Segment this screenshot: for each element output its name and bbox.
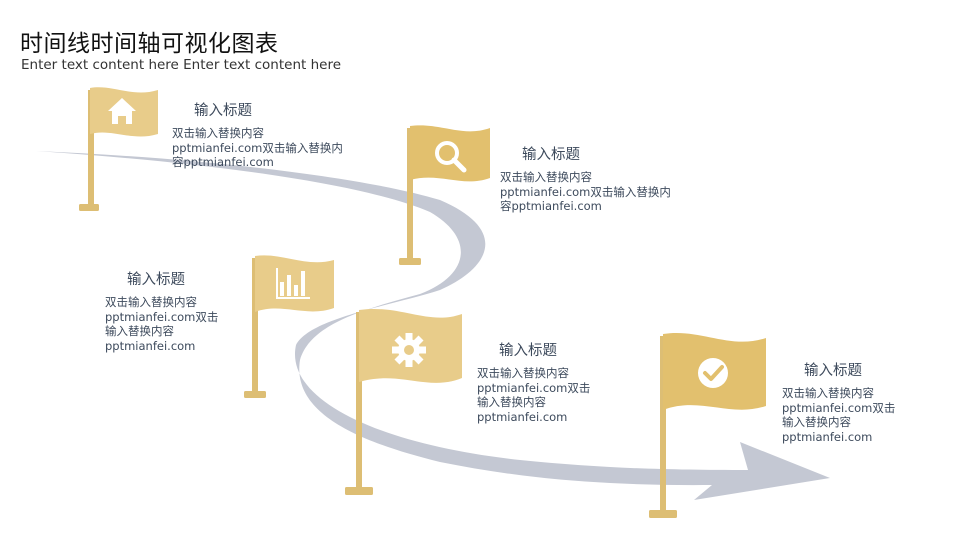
item-body-line: 双击输入替换内容 bbox=[477, 366, 569, 380]
item-title: 输入标题 bbox=[127, 272, 185, 288]
flag-2 bbox=[399, 125, 490, 265]
item-body-line: 输入替换内容 bbox=[477, 395, 546, 409]
item-body-line: pptmianfei.com双击输入替换内 bbox=[500, 184, 671, 199]
gear-icon bbox=[392, 333, 426, 367]
search-icon bbox=[435, 141, 467, 173]
item-body-line: 双击输入替换内容 bbox=[782, 386, 874, 400]
item-body: 双击输入替换内容 pptmianfei.com双击 输入替换内容 pptmian… bbox=[477, 366, 590, 424]
flag-cloth bbox=[255, 255, 334, 312]
item-body-line: pptmianfei.com双击输入替换内 bbox=[172, 140, 343, 155]
item-body-line: pptmianfei.com双击 bbox=[782, 400, 896, 415]
item-body-line: 容pptmianfei.com bbox=[500, 199, 602, 213]
item-title: 输入标题 bbox=[804, 363, 862, 379]
item-body-line: 输入替换内容 bbox=[105, 324, 174, 338]
item-body-line: pptmianfei.com bbox=[105, 338, 196, 353]
timeline-path bbox=[36, 151, 830, 500]
flag-base bbox=[399, 258, 421, 265]
item-body-line: pptmianfei.com bbox=[477, 409, 568, 424]
item-body-line: 双击输入替换内容 bbox=[105, 295, 197, 309]
timeline-item-1: 输入标题 双击输入替换内容 pptmianfei.com双击输入替换内 容ppt… bbox=[172, 99, 343, 170]
flag-pole bbox=[356, 312, 362, 492]
flag-base bbox=[649, 510, 677, 518]
item-body: 双击输入替换内容 pptmianfei.com双击输入替换内 容pptmianf… bbox=[500, 170, 671, 214]
item-body: 双击输入替换内容 pptmianfei.com双击 输入替换内容 pptmian… bbox=[105, 295, 218, 353]
item-title: 输入标题 bbox=[522, 147, 580, 163]
flag-base bbox=[79, 204, 99, 211]
item-body-line: 双击输入替换内容 bbox=[500, 170, 592, 184]
item-title: 输入标题 bbox=[194, 103, 252, 119]
page-subtitle: Enter text content here Enter text conte… bbox=[21, 57, 342, 73]
flag-1 bbox=[79, 87, 158, 211]
flag-3 bbox=[244, 255, 334, 398]
flag-5 bbox=[649, 332, 766, 518]
flag-pole bbox=[88, 90, 94, 208]
timeline-item-3: 输入标题 双击输入替换内容 pptmianfei.com双击 输入替换内容 pp… bbox=[105, 268, 218, 353]
flag-pole bbox=[252, 258, 258, 394]
timeline-item-4: 输入标题 双击输入替换内容 pptmianfei.com双击 输入替换内容 pp… bbox=[477, 339, 590, 424]
item-body-line: 双击输入替换内容 bbox=[172, 126, 264, 140]
timeline-item-5: 输入标题 双击输入替换内容 pptmianfei.com双击 输入替换内容 pp… bbox=[782, 359, 895, 444]
item-body: 双击输入替换内容 pptmianfei.com双击 输入替换内容 pptmian… bbox=[782, 386, 895, 444]
flag-base bbox=[244, 391, 266, 398]
item-body-line: 容pptmianfei.com bbox=[172, 155, 274, 169]
flag-4 bbox=[345, 308, 462, 495]
page-title: 时间线时间轴可视化图表 bbox=[20, 31, 279, 57]
item-body: 双击输入替换内容 pptmianfei.com双击输入替换内 容pptmianf… bbox=[172, 126, 343, 170]
flag-pole bbox=[407, 128, 413, 262]
item-body-line: pptmianfei.com bbox=[782, 429, 873, 444]
item-body-line: 输入替换内容 bbox=[782, 415, 851, 429]
flag-base bbox=[345, 487, 373, 495]
check-circle-icon bbox=[698, 358, 728, 388]
item-title: 输入标题 bbox=[499, 343, 557, 359]
flag-cloth bbox=[410, 125, 490, 182]
home-icon bbox=[108, 98, 136, 124]
bar-chart-icon bbox=[276, 268, 310, 299]
item-body-line: pptmianfei.com双击 bbox=[105, 309, 219, 324]
timeline-item-2: 输入标题 双击输入替换内容 pptmianfei.com双击输入替换内 容ppt… bbox=[500, 143, 671, 214]
flag-pole bbox=[660, 336, 666, 514]
item-body-line: pptmianfei.com双击 bbox=[477, 380, 591, 395]
